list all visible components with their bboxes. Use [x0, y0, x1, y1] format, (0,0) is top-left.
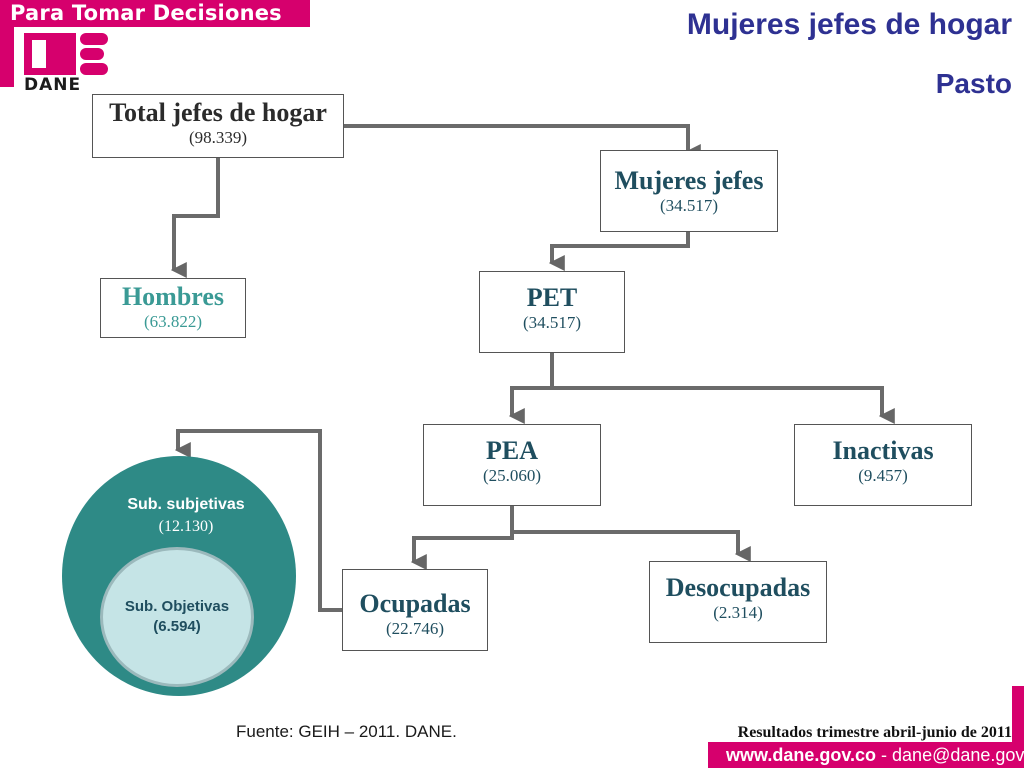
results-note: Resultados trimestre abril-junio de 2011… — [737, 724, 1016, 741]
node-label: Desocupadas — [665, 573, 811, 602]
dane-logo-icon — [24, 33, 108, 75]
connector-pea-desocupadas — [512, 530, 751, 562]
node-label: Ocupadas — [359, 589, 471, 618]
banner-side-strip — [0, 27, 14, 87]
node-pea: PEA (25.060) — [423, 424, 601, 506]
sub-objetivas-value: (6.594) — [153, 618, 201, 635]
node-value: (34.517) — [522, 313, 582, 332]
node-label: Inactivas — [832, 436, 934, 465]
connector-ocupadas-subjetivas — [174, 429, 343, 612]
connector-total-mujeres — [344, 124, 701, 160]
node-value: (63.822) — [143, 312, 203, 331]
sub-subjetivas-label: Sub. subjetivas — [127, 496, 245, 513]
source-note: Fuente: GEIH – 2011. DANE. — [236, 722, 457, 741]
node-value: (34.517) — [659, 196, 719, 215]
node-label: Mujeres jefes — [614, 166, 764, 195]
connector-pea-ocupadas — [410, 505, 514, 570]
node-desocupadas: Desocupadas (2.314) — [649, 561, 827, 643]
footer-email-link[interactable]: dane@dane.gov.co — [892, 745, 1024, 765]
footer-separator: - — [876, 745, 893, 765]
node-value: (22.746) — [385, 619, 445, 638]
circle-sub-objetivas — [100, 547, 254, 687]
logo-text: DANE — [24, 75, 82, 95]
node-label: Total jefes de hogar — [109, 98, 327, 127]
node-pet: PET (34.517) — [479, 271, 625, 353]
node-inactivas: Inactivas (9.457) — [794, 424, 972, 506]
node-total-jefes: Total jefes de hogar (98.339) — [92, 94, 344, 158]
page-title: Mujeres jefes de hogar — [686, 8, 1012, 41]
connector-mujeres-pet — [548, 222, 690, 271]
sub-objetivas-label: Sub. Objetivas — [124, 598, 230, 615]
footer-side-strip — [1012, 686, 1024, 742]
node-value: (9.457) — [858, 466, 908, 485]
sub-subjetivas-value: (12.130) — [158, 518, 214, 535]
node-ocupadas: Ocupadas (22.746) — [342, 569, 488, 651]
node-mujeres-jefes: Mujeres jefes (34.517) — [600, 150, 778, 232]
node-hombres: Hombres (63.822) — [100, 278, 246, 338]
connector-pet-pea — [508, 352, 554, 424]
node-label: PEA — [486, 436, 538, 465]
node-label: PET — [526, 283, 578, 312]
node-value: (2.314) — [713, 603, 763, 622]
footer-web-link[interactable]: www.dane.gov.co — [726, 745, 877, 765]
connector-total-hombres — [170, 158, 220, 278]
node-label: Hombres — [121, 282, 225, 311]
node-value: (25.060) — [482, 466, 542, 485]
connector-pet-inactivas — [552, 386, 895, 424]
header-banner: Para Tomar Decisiones — [0, 0, 310, 27]
node-value: (98.339) — [188, 128, 248, 147]
page-subtitle: Pasto — [935, 68, 1012, 99]
footer-contact-bar: www.dane.gov.co - dane@dane.gov.co — [708, 742, 1024, 768]
